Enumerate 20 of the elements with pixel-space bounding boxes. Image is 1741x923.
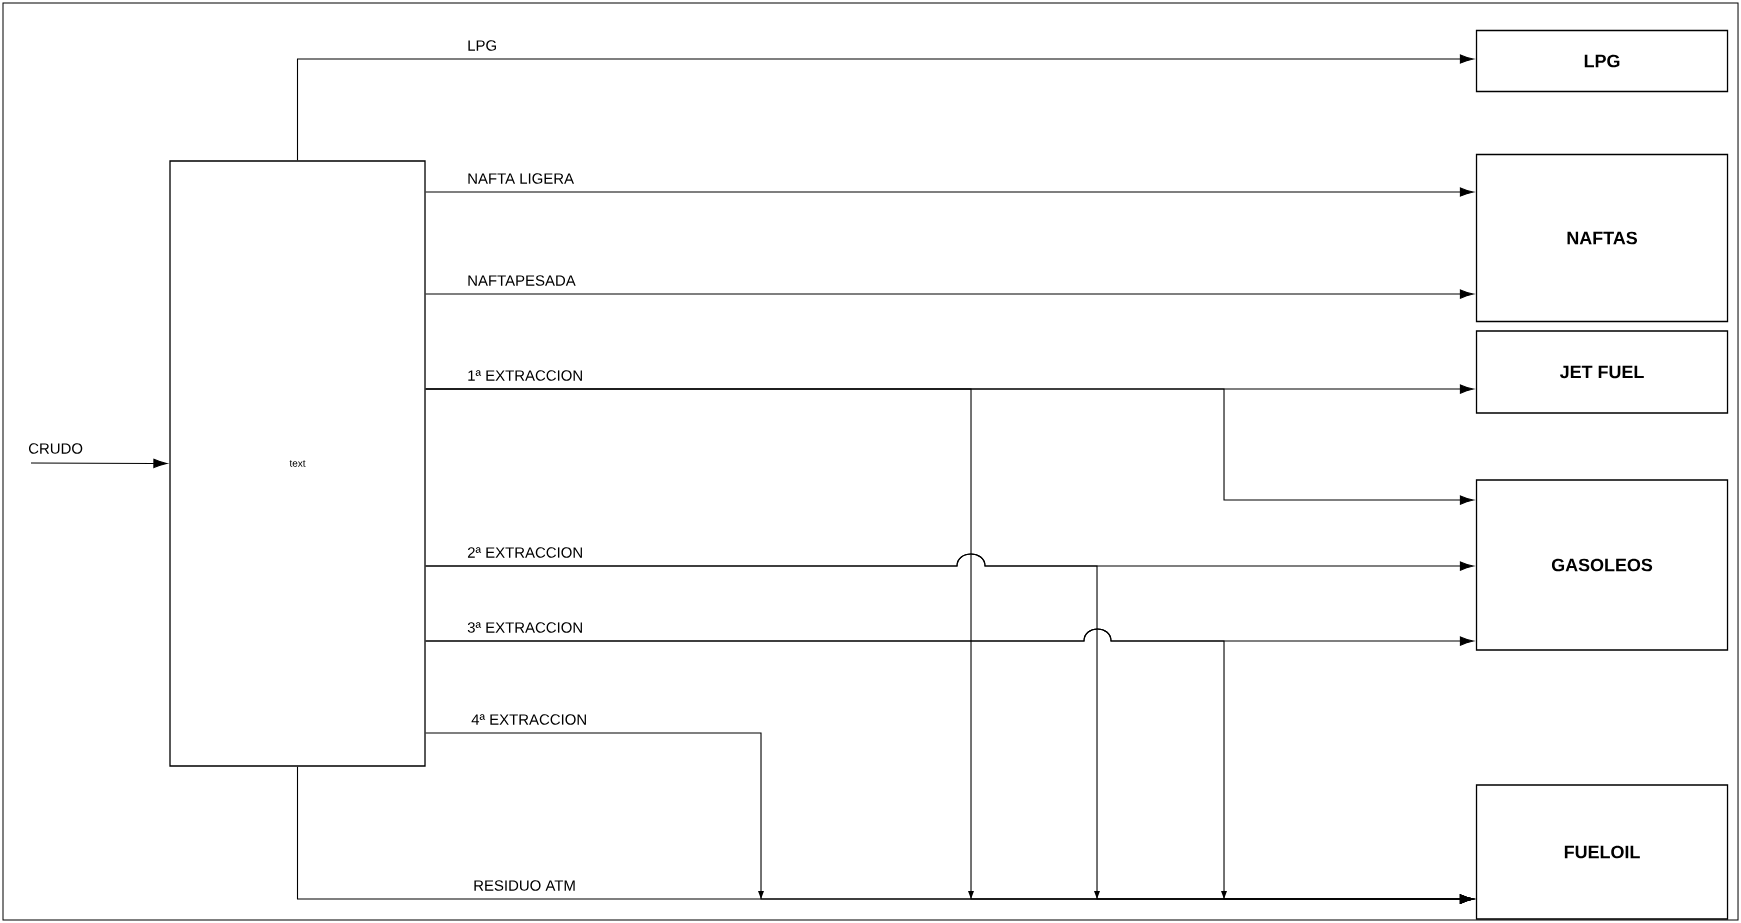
arrow [425,289,1474,299]
edge-label: 3ª EXTRACCION [467,622,582,633]
edge-label: 1ª EXTRACCION [468,370,582,381]
arrow [296,54,1474,161]
product-box: GASOLEOS [1475,479,1729,651]
edge-label: NAFTAPESADA [468,275,576,286]
edge-label: CRUDO [28,443,83,454]
product-box: NAFTAS [1475,153,1729,323]
edge-label: 4ª EXTRACCION [471,714,586,725]
edge-label: NAFTA LIGERA [468,173,574,184]
distillation-column-box: text [169,160,426,767]
edge-label: 2ª EXTRACCION [467,547,582,558]
product-box: FUELOIL [1475,784,1729,920]
edge-label: RESIDUO ATM [474,880,575,891]
arrow [425,187,1474,197]
edge-label: LPG [468,40,496,51]
product-box: JET FUEL [1475,330,1729,414]
arrow [296,766,1474,904]
product-box: LPG [1475,29,1729,93]
arrow [30,458,168,469]
